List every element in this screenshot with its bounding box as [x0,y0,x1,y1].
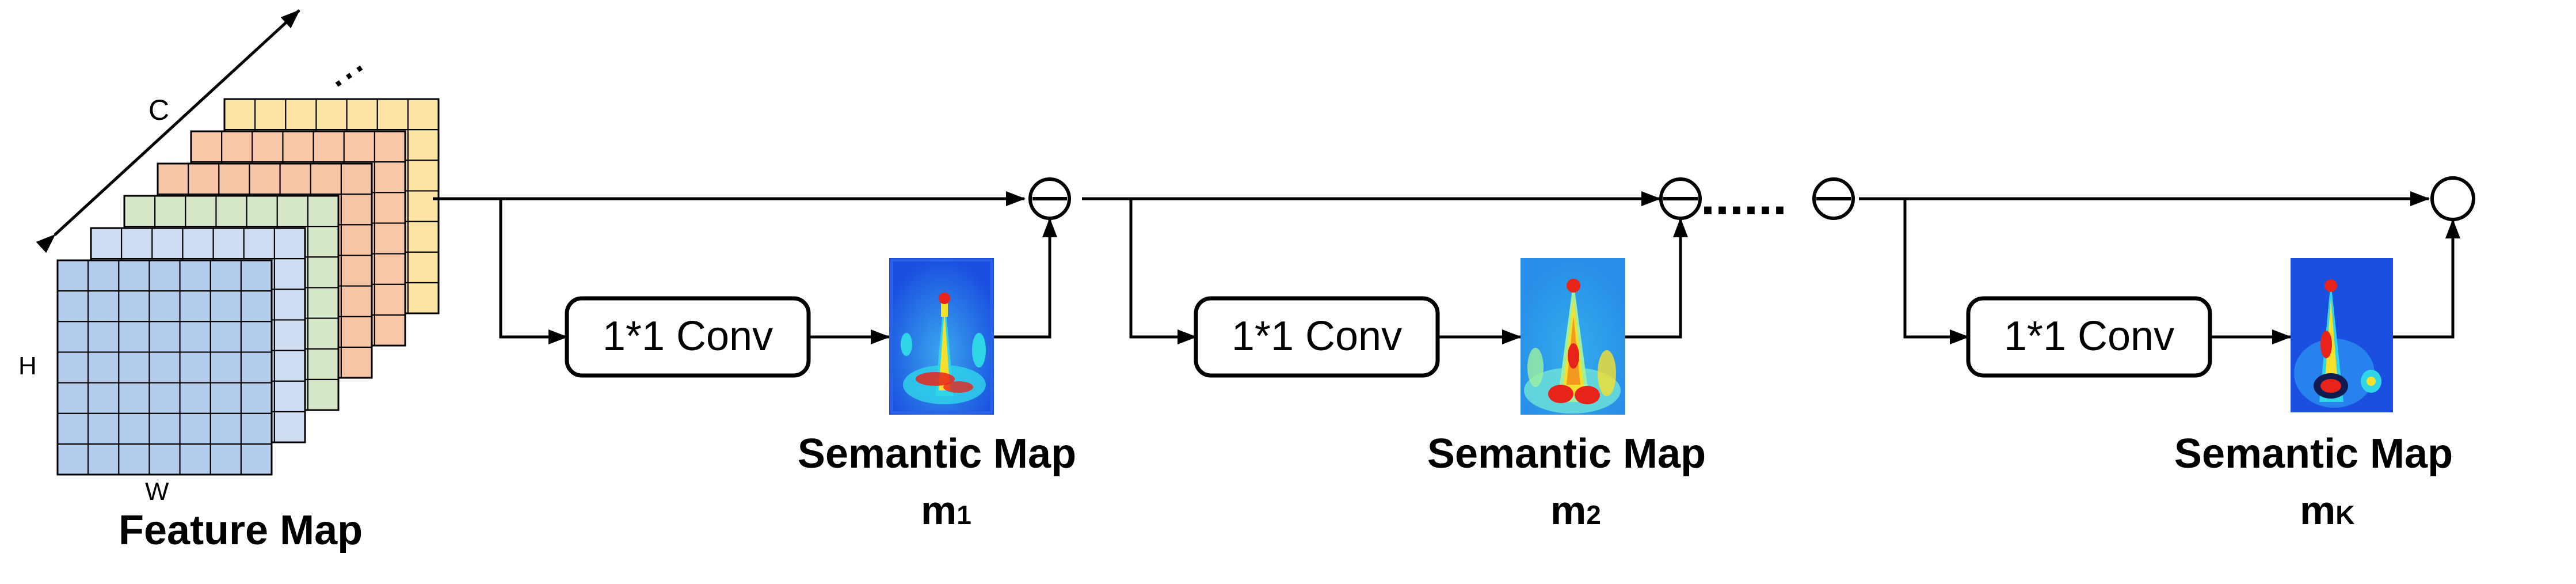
output-node [2430,176,2475,221]
branch-1: 1*1 Conv Semantic Map m1 [499,199,1076,533]
feature-map-layer [56,259,273,476]
channel-axis-label: C [148,94,169,126]
semantic-map-heatmap-2 [1521,258,1625,415]
semantic-map-title-2: Semantic Map [1427,431,1706,477]
semantic-map-heatmap-1 [889,258,994,415]
conv-label-2: 1*1 Conv [1232,313,1402,359]
semantic-map-title-k: Semantic Map [2174,431,2453,477]
semantic-map-symbol-k: mK [2300,488,2354,533]
semantic-map-symbol-1: m1 [921,488,971,533]
semantic-map-title-1: Semantic Map [798,431,1076,477]
conv-label-k: 1*1 Conv [2004,313,2174,359]
channel-axis-arrow [36,9,300,253]
height-axis-label: H [18,352,37,380]
conv-label-1: 1*1 Conv [603,313,773,359]
subtract-node-1 [1028,177,1071,220]
subtract-node-3 [1812,177,1855,220]
branch-2: 1*1 Conv Semantic Map m2 [1129,199,1706,533]
chain-dots: ...... [1701,168,1787,226]
branch-k: 1*1 Conv Semantic Map mK [1903,199,2460,533]
width-axis-label: W [145,477,169,506]
feature-map-stack [56,98,440,476]
semantic-map-heatmap-k [2291,258,2393,412]
subtract-node-2 [1659,177,1702,220]
channel-dots: ... [311,33,372,97]
semantic-map-symbol-2: m2 [1550,488,1601,533]
feature-map-label: Feature Map [119,507,363,553]
